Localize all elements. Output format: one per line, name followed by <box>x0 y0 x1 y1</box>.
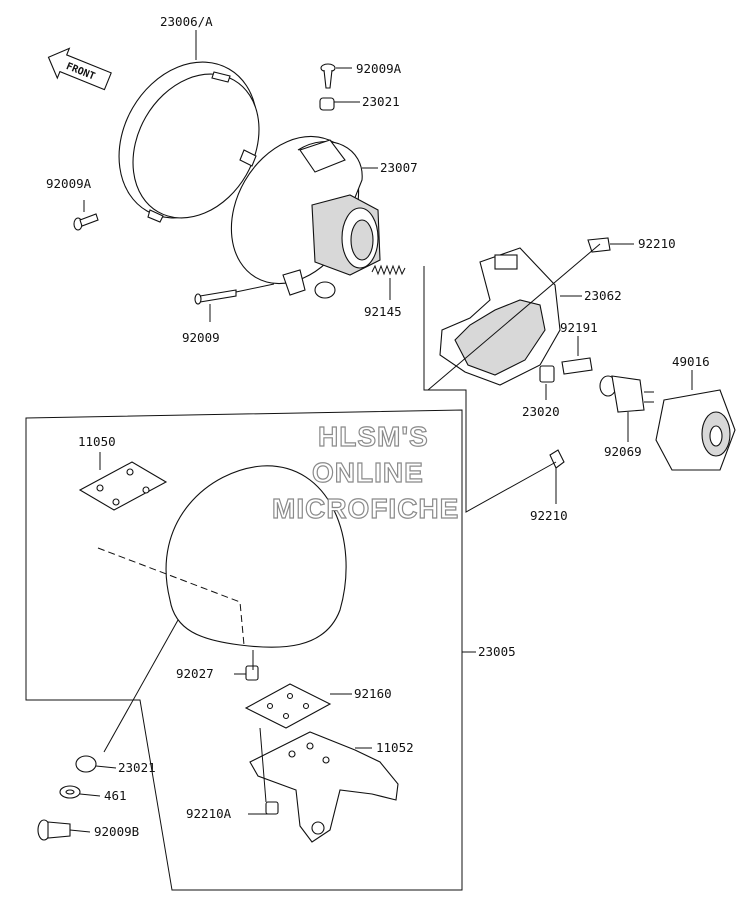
label-92009A-left: 92009A <box>46 176 92 191</box>
label-11052: 11052 <box>376 740 414 755</box>
plate-92160[interactable] <box>244 683 332 729</box>
bulb-92069[interactable] <box>599 375 654 413</box>
bolt-92009[interactable] <box>194 289 237 305</box>
front-direction-arrow: FRONT <box>47 47 112 91</box>
label-92191: 92191 <box>560 320 598 335</box>
leader-lines <box>69 30 693 833</box>
reflector-unit[interactable] <box>439 247 561 386</box>
grommet-23021-bottom[interactable] <box>75 755 97 773</box>
label-92027: 92027 <box>176 666 214 681</box>
bolt-92009B[interactable] <box>37 819 71 841</box>
spring-92145[interactable] <box>371 264 406 276</box>
label-23007: 23007 <box>380 160 418 175</box>
bracket-11052[interactable] <box>249 731 399 843</box>
pin-92191[interactable] <box>561 357 593 375</box>
assembly-outline <box>25 409 463 891</box>
watermark-line-1: HLSM'S <box>318 421 429 452</box>
label-92145: 92145 <box>364 304 402 319</box>
watermark-line-3: MICROFICHE <box>272 493 459 524</box>
clip-23020[interactable] <box>539 365 555 383</box>
nut-92210A[interactable] <box>265 801 279 815</box>
label-92069: 92069 <box>604 444 642 459</box>
headlight-rim[interactable] <box>92 37 285 243</box>
watermark: HLSM'S ONLINE MICROFICHE <box>271 420 459 524</box>
label-23020: 23020 <box>522 404 560 419</box>
collar-92027[interactable] <box>245 665 259 681</box>
plate-11050[interactable] <box>78 461 168 511</box>
nut-92210-mid-right[interactable] <box>549 449 565 469</box>
washer-461[interactable] <box>59 785 81 799</box>
headlight-shell[interactable] <box>97 465 347 648</box>
grommet-23021-top[interactable] <box>319 97 335 111</box>
label-92210-mid: 92210 <box>530 508 568 523</box>
label-92009B: 92009B <box>94 824 139 839</box>
label-92009: 92009 <box>182 330 220 345</box>
label-92160: 92160 <box>354 686 392 701</box>
headlight-housing[interactable] <box>206 113 384 306</box>
label-23005: 23005 <box>478 644 516 659</box>
label-92009A-top: 92009A <box>356 61 402 76</box>
label-92210-top: 92210 <box>638 236 676 251</box>
screw-92009A-top[interactable] <box>320 63 336 89</box>
label-23021-bottom: 23021 <box>118 760 156 775</box>
socket-cover-49016[interactable] <box>655 389 736 471</box>
screw-92009A-left[interactable] <box>73 213 99 231</box>
label-23021-top: 23021 <box>362 94 400 109</box>
label-461: 461 <box>104 788 127 803</box>
label-23062: 23062 <box>584 288 622 303</box>
label-92210A: 92210A <box>186 806 232 821</box>
label-23006A: 23006/A <box>160 14 213 29</box>
watermark-line-2: ONLINE <box>312 457 424 488</box>
part-labels: 23006/A 92009A 23021 23007 92009A 92210 … <box>46 14 710 839</box>
label-11050: 11050 <box>78 434 116 449</box>
label-49016: 49016 <box>672 354 710 369</box>
